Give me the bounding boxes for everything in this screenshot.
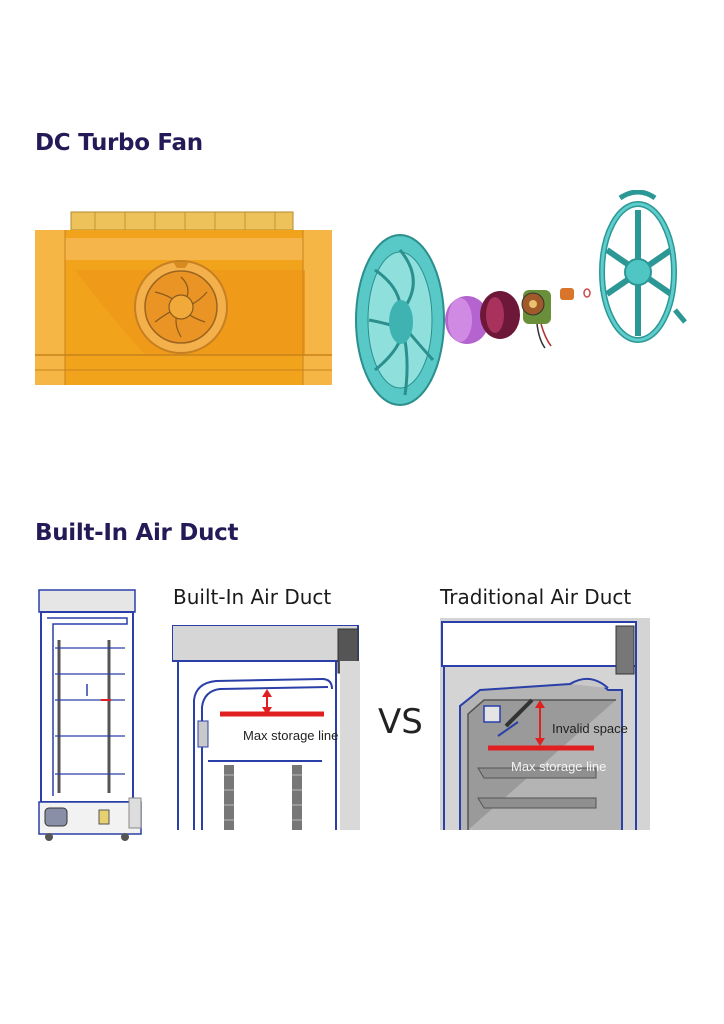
built-in-air-duct-label: Built-In Air Duct — [173, 585, 332, 609]
fan-exploded-assembly-illustration — [355, 190, 687, 406]
cabinet-side-view-illustration — [38, 589, 142, 841]
fan-housing-illustration — [35, 210, 332, 385]
built-in-max-storage-line-label: Max storage line — [243, 728, 339, 743]
traditional-air-duct-label: Traditional Air Duct — [440, 585, 632, 609]
vs-label: VS — [378, 702, 423, 742]
traditional-max-storage-line-label: Max storage line — [511, 759, 607, 774]
traditional-duct-detail-illustration — [440, 618, 650, 830]
invalid-space-label: Invalid space — [552, 721, 628, 736]
section-title-built-in-air-duct: Built-In Air Duct — [35, 520, 239, 546]
built-in-duct-detail-illustration — [172, 625, 360, 830]
section-title-dc-turbo-fan: DC Turbo Fan — [35, 130, 203, 156]
